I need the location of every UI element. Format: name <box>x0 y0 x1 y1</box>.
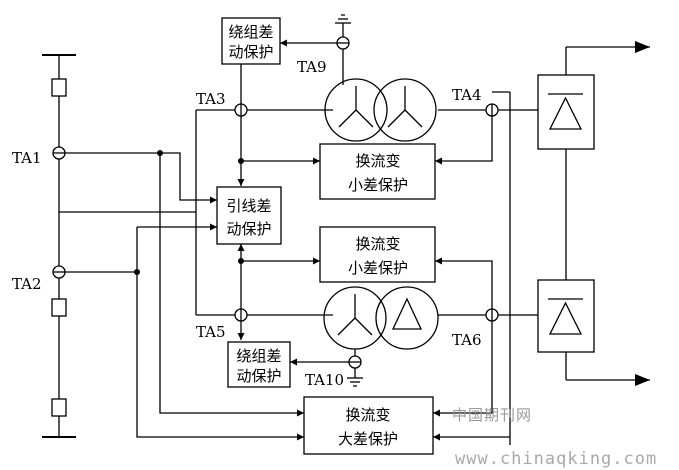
conv-small-diff-box-bottom <box>319 226 436 283</box>
ta9-ct <box>336 36 350 50</box>
winding-diff-box-bottom <box>227 341 291 388</box>
winding-top-line2: 动保护 <box>228 43 273 61</box>
label-ta1: TA1 <box>12 149 42 167</box>
ta6-ct <box>485 308 499 322</box>
winding-bottom-line1: 绕组差 <box>236 347 281 365</box>
left-bus <box>42 54 196 438</box>
conv-small-diff-box-top <box>319 143 436 200</box>
watermark-url: www.chinaqking.com <box>455 449 657 469</box>
lead-diff-line1: 引线差 <box>226 197 271 215</box>
lead-diff-line2: 动保护 <box>226 220 271 238</box>
winding-diff-box-top <box>221 17 281 65</box>
transformer-top <box>324 78 437 142</box>
junction-dots <box>134 150 244 275</box>
conv-small-top-line1: 换流变 <box>355 152 400 170</box>
ta2-ct <box>52 265 66 279</box>
winding-bottom-line2: 动保护 <box>236 367 281 385</box>
conv-small-top-line2: 小差保护 <box>348 176 408 194</box>
ta5-ct <box>234 308 248 322</box>
label-ta2: TA2 <box>12 275 42 293</box>
converter-top <box>524 41 650 280</box>
ground-top <box>335 14 351 85</box>
ta10-ct <box>348 355 362 369</box>
transformer-bottom <box>323 286 439 350</box>
conv-small-bottom-line1: 换流变 <box>355 235 400 253</box>
label-ta4: TA4 <box>452 86 482 104</box>
label-ta6: TA6 <box>452 331 482 349</box>
ta1-ct <box>52 146 66 160</box>
main-lines <box>195 91 524 445</box>
label-ta5: TA5 <box>196 323 226 341</box>
conv-large-line2: 大差保护 <box>338 430 398 448</box>
converter-bottom <box>524 279 650 386</box>
watermark-cn: 中国期刊网 <box>452 406 532 424</box>
conv-large-line1: 换流变 <box>345 406 390 424</box>
ta4-ct <box>485 103 499 117</box>
label-ta9: TA9 <box>297 58 327 76</box>
label-ta10: TA10 <box>305 371 344 389</box>
winding-top-line1: 绕组差 <box>228 23 273 41</box>
conv-large-diff-box <box>303 396 434 455</box>
lead-diff-box <box>216 186 282 245</box>
current-transformers <box>52 36 499 369</box>
label-ta3: TA3 <box>196 90 226 108</box>
ta3-ct <box>234 103 248 117</box>
conv-small-bottom-line2: 小差保护 <box>348 259 408 277</box>
